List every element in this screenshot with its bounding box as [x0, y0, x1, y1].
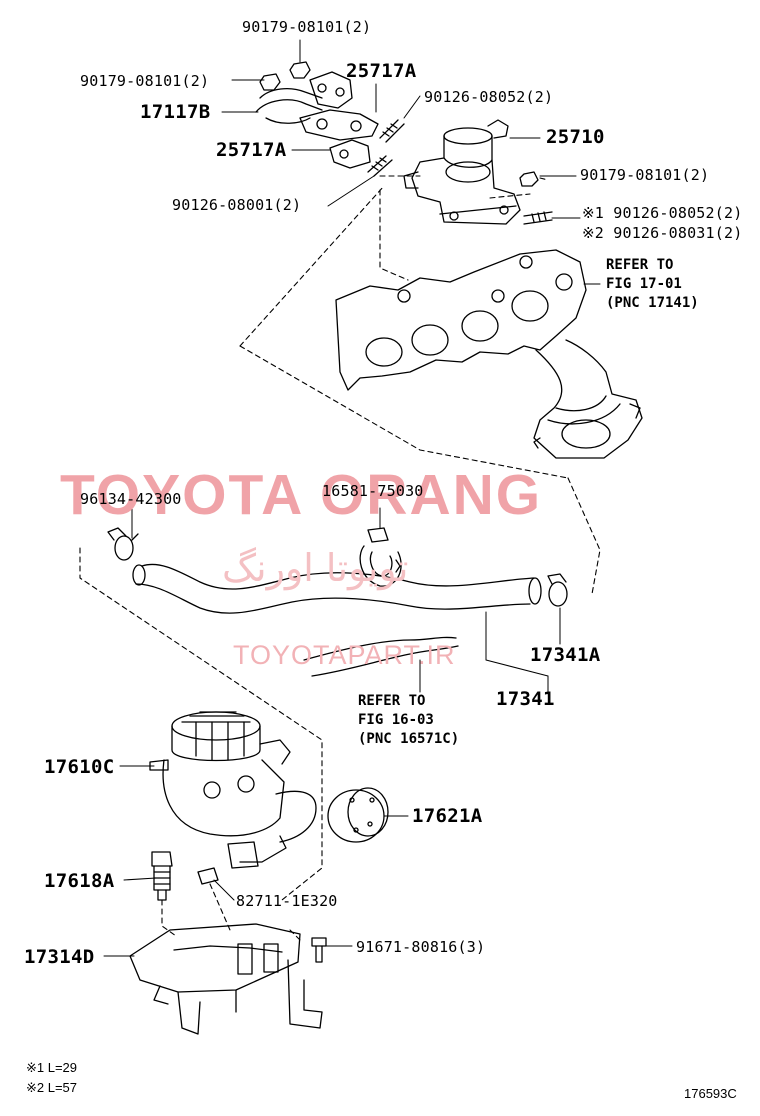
stud-90126-upper	[379, 119, 405, 143]
figure-code: 176593C	[684, 1086, 737, 1101]
part-label-17618a: 17618A	[44, 870, 115, 892]
nut-90179-right	[519, 171, 539, 187]
part-label-17341a: 17341A	[530, 644, 601, 666]
refer-note-manifold-line2: FIG 17-01	[606, 276, 682, 292]
part-label-90126-08001: 90126-08001(2)	[172, 196, 302, 214]
nut-90179-top	[259, 61, 311, 91]
part-label-17117b: 17117B	[140, 101, 211, 123]
refer-note-hose: REFER TO FIG 16-03 (PNC 16571C)	[358, 692, 459, 749]
bolt-91671	[311, 937, 327, 963]
part-label-25710: 25710	[546, 126, 605, 148]
hose-clamp-17341a	[547, 573, 568, 607]
part-label-90126-08031-note2: ※2 90126-08031(2)	[582, 224, 743, 242]
part-label-17621a: 17621A	[412, 805, 483, 827]
part-label-25717a-lower: 25717A	[216, 139, 287, 161]
dashed-assembly-lines	[79, 175, 601, 941]
part-label-17314d: 17314D	[24, 946, 95, 968]
refer-note-manifold-line1: REFER TO	[606, 257, 674, 273]
part-label-82711: 82711-1E320	[236, 892, 338, 910]
fitting-17618a	[151, 851, 173, 901]
air-hose-17341	[132, 563, 542, 614]
air-injection-pipe-17117b	[255, 87, 323, 124]
cap-17621a	[327, 787, 389, 843]
footnote-2: ※2 L=57	[26, 1080, 78, 1095]
part-label-91671: 91671-80816(3)	[356, 938, 486, 956]
refer-note-manifold-line3: (PNC 17141)	[606, 295, 699, 311]
connector-82711	[197, 867, 219, 885]
watermark-brand: TOYOTA ORANG	[60, 463, 543, 527]
part-label-90179-left: 90179-08101(2)	[80, 72, 210, 90]
watermark-persian: تویوتا اورنگ	[222, 546, 409, 590]
part-label-90179-top: 90179-08101(2)	[242, 18, 372, 36]
refer-note-hose-line3: (PNC 16571C)	[358, 731, 460, 747]
refer-note-manifold: REFER TO FIG 17-01 (PNC 17141)	[606, 256, 699, 313]
air-pump-17610c	[149, 711, 317, 869]
exhaust-manifold	[335, 249, 643, 459]
part-label-17610c: 17610C	[44, 756, 115, 778]
part-label-25717a-upper: 25717A	[346, 60, 417, 82]
bracket-17314d	[129, 923, 323, 1035]
bolt-90126-right	[523, 211, 553, 225]
clamp-16581	[359, 527, 402, 587]
gasket-25717a-lower	[329, 139, 371, 169]
hose-clamp-96134	[107, 527, 139, 561]
part-label-90126-08052-note1: ※1 90126-08052(2)	[582, 204, 743, 222]
part-label-17341: 17341	[496, 688, 555, 710]
part-label-16581: 16581-75030	[322, 482, 424, 500]
part-label-96134: 96134-42300	[80, 490, 182, 508]
leader-lines	[103, 39, 601, 957]
stud-90126-lower	[367, 155, 393, 177]
air-switching-valve-25710	[403, 119, 521, 225]
part-label-90179-right: 90179-08101(2)	[580, 166, 710, 184]
refer-note-hose-line1: REFER TO	[358, 693, 426, 709]
refer-note-hose-line2: FIG 16-03	[358, 712, 434, 728]
related-hose-ref	[303, 636, 459, 677]
footnote-1: ※1 L=29	[26, 1060, 78, 1075]
part-label-90126-08052: 90126-08052(2)	[424, 88, 554, 106]
watermark-site: TOYOTAPART.IR	[233, 640, 456, 670]
gasket-25717a-upper	[299, 71, 379, 141]
